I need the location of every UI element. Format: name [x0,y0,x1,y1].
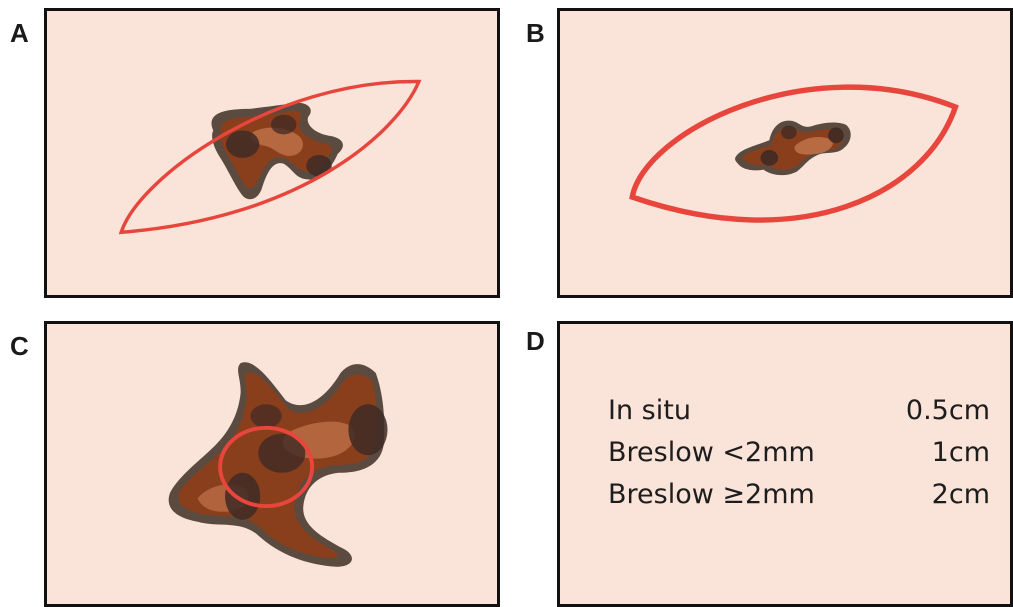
margin-label: Breslow ≥2mm [608,474,815,516]
margin-label: Breslow <2mm [608,432,815,474]
margin-row: Breslow ≥2mm 2cm [608,474,990,516]
panel-b-lesion [735,121,851,175]
panel-a-drawing [47,11,497,295]
panel-c-lesion [169,362,388,566]
panel-d: In situ 0.5cm Breslow <2mm 1cm Breslow ≥… [557,321,1013,607]
panel-a [44,8,500,298]
panel-b-drawing [560,11,1010,295]
margin-table: In situ 0.5cm Breslow <2mm 1cm Breslow ≥… [608,390,990,516]
panel-c [44,321,500,607]
panel-d-letter: D [526,328,545,354]
panel-a-letter: A [10,20,29,46]
panel-c-letter: C [10,333,29,359]
panel-a-lesion [211,103,342,200]
margin-value: 1cm [932,432,990,474]
panel-b [557,8,1013,298]
margin-label: In situ [608,390,691,432]
margin-row: Breslow <2mm 1cm [608,432,990,474]
margin-row: In situ 0.5cm [608,390,990,432]
panel-b-letter: B [526,20,545,46]
margin-value: 0.5cm [906,390,990,432]
panel-c-drawing [47,324,497,604]
margin-value: 2cm [932,474,990,516]
